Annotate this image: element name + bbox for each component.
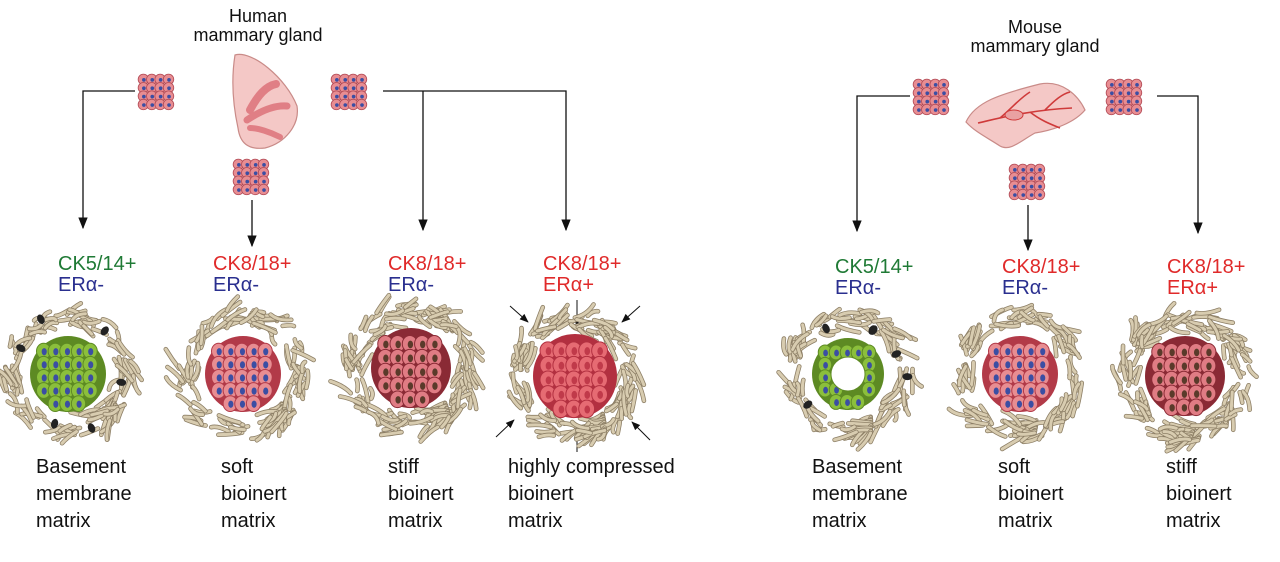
arrow-icon: [383, 90, 571, 232]
mouse-title: Mouse mammary gland: [945, 18, 1125, 56]
compression-arrow-icon: [621, 305, 641, 323]
mouse-p0-marker1: CK5/14+: [835, 256, 914, 278]
desc-line: stiff: [1166, 456, 1197, 478]
organoids-layer: [137, 73, 1143, 201]
human-p2-marker2: ERα-: [388, 274, 435, 296]
human-p1-matrix-icon: [163, 294, 316, 443]
organoid-icon: [137, 73, 175, 111]
human-title-line2: mammary gland: [193, 25, 323, 45]
desc-line: Basement: [36, 456, 127, 478]
mouse-p1-marker1: CK8/18+: [1002, 256, 1081, 278]
mouse-title-line2: mammary gland: [970, 36, 1100, 56]
organoid-icon: [1008, 163, 1046, 201]
organoid-icon: [330, 73, 368, 111]
mouse-p1-desc: soft bioinert matrix: [998, 454, 1064, 535]
desc-line: membrane: [812, 483, 908, 505]
mouse-p1-marker2: ERα-: [1002, 277, 1049, 299]
mouse-title-line1: Mouse: [1007, 17, 1063, 37]
compression-arrow-icon: [509, 305, 529, 323]
human-p0-marker1: CK5/14+: [58, 253, 137, 275]
desc-line: matrix: [36, 510, 91, 532]
human-p2-matrix-icon: [328, 292, 486, 444]
human-p1-desc: soft bioinert matrix: [221, 454, 287, 535]
human-title-line1: Human: [228, 6, 288, 26]
human-p3-marker1: CK8/18+: [543, 253, 622, 275]
mouse-p0-marker2: ERα-: [835, 277, 882, 299]
mouse-p0-desc: Basement membrane matrix: [812, 454, 908, 535]
desc-line: matrix: [388, 510, 443, 532]
mouse-gland-icon: [965, 82, 1086, 149]
desc-line: highly compressed: [508, 456, 675, 478]
matrix-layer: [0, 292, 1259, 454]
desc-line: matrix: [508, 510, 563, 532]
organoid-icon: [232, 158, 270, 196]
compression-arrow-icon: [631, 421, 651, 441]
human-p3-marker2: ERα+: [543, 274, 595, 296]
arrow-icon: [1157, 95, 1203, 235]
desc-line: stiff: [388, 456, 419, 478]
desc-line: matrix: [998, 510, 1053, 532]
desc-line: bioinert: [1166, 483, 1232, 505]
desc-line: bioinert: [998, 483, 1064, 505]
desc-line: bioinert: [388, 483, 454, 505]
arrow-icon: [852, 95, 910, 233]
desc-line: soft: [221, 456, 254, 478]
human-p0-marker2: ERα-: [58, 274, 105, 296]
human-p0-matrix-icon: [0, 301, 144, 446]
human-p1-marker1: CK8/18+: [213, 253, 292, 275]
organoid-icon: [1105, 78, 1143, 116]
mouse-p2-matrix-icon: [1110, 300, 1259, 454]
desc-line: Basement: [812, 456, 903, 478]
mouse-p2-marker1: CK8/18+: [1167, 256, 1246, 278]
desc-line: membrane: [36, 483, 132, 505]
human-p2-marker1: CK8/18+: [388, 253, 467, 275]
mouse-p1-matrix-icon: [946, 302, 1085, 452]
human-title: Human mammary gland: [168, 7, 348, 45]
mouse-p0-matrix-icon: [776, 306, 924, 452]
desc-line: matrix: [1166, 510, 1221, 532]
desc-line: matrix: [221, 510, 276, 532]
desc-line: bioinert: [221, 483, 287, 505]
mouse-p2-desc: stiff bioinert matrix: [1166, 454, 1232, 535]
human-p0-desc: Basement membrane matrix: [36, 454, 132, 535]
desc-line: bioinert: [508, 483, 574, 505]
mouse-p2-marker2: ERα+: [1167, 277, 1219, 299]
human-gland-icon: [232, 53, 298, 149]
glands-layer: [232, 53, 1086, 149]
desc-line: matrix: [812, 510, 867, 532]
organoid-icon: [912, 78, 950, 116]
human-p3-matrix-icon: [506, 302, 647, 449]
compression-arrow-icon: [495, 419, 515, 438]
human-p3-desc: highly compressed bioinert matrix: [508, 454, 675, 535]
human-p2-desc: stiff bioinert matrix: [388, 454, 454, 535]
desc-line: soft: [998, 456, 1031, 478]
arrow-icon: [78, 90, 135, 230]
human-p1-marker2: ERα-: [213, 274, 260, 296]
